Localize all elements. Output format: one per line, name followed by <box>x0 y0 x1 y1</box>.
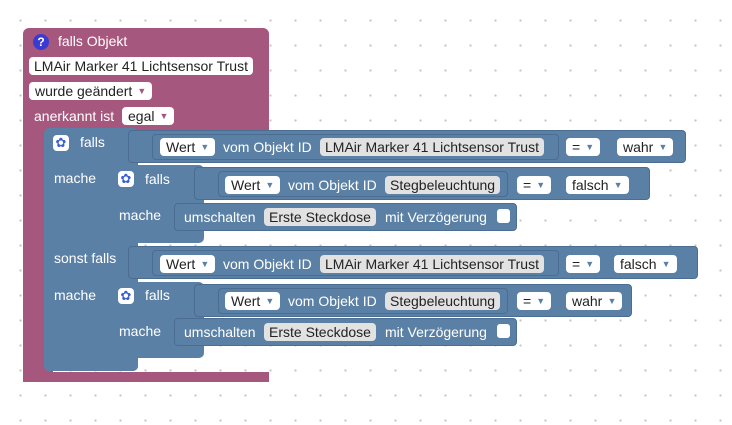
gear-icon[interactable] <box>118 287 134 305</box>
inner-b-delay-checkbox[interactable] <box>497 324 510 338</box>
inner-b-object-field[interactable]: Stegbeleuchtung <box>385 292 501 310</box>
inner-a-vom-label: vom Objekt ID <box>288 177 377 193</box>
gear-icon[interactable] <box>53 134 69 152</box>
triangle-down-icon: ▼ <box>200 259 210 269</box>
triangle-down-icon: ▼ <box>658 142 668 152</box>
outer-if-bottom <box>44 358 138 371</box>
inner-a-mache-label: mache <box>119 207 162 223</box>
triangle-down-icon: ▼ <box>200 142 210 152</box>
inner-b-value-dropdown[interactable]: wahr ▼ <box>566 292 623 310</box>
triangle-down-icon: ▼ <box>536 180 546 190</box>
inner-a-value: falsch <box>572 177 609 193</box>
inner-b-falls-label: falls <box>145 287 170 303</box>
inner-b-action-label: umschalten <box>184 324 256 340</box>
inner-a-op-dropdown[interactable]: =▼ <box>517 176 552 194</box>
condition-1-op: = <box>572 139 581 155</box>
inner-a-action-target[interactable]: Erste Steckdose <box>264 208 376 226</box>
triangle-down-icon: ▼ <box>607 296 617 306</box>
trigger-ack-label: anerkannt ist <box>34 108 115 124</box>
outer-sonst-label: sonst falls <box>54 250 117 266</box>
condition-2-prop: Wert <box>166 256 196 272</box>
condition-2-value: falsch <box>620 256 657 272</box>
outer-if-row2 <box>44 244 138 284</box>
trigger-foot <box>23 372 269 382</box>
inner-a-object-field[interactable]: Stegbeleuchtung <box>385 176 501 194</box>
trigger-change-value: wurde geändert <box>35 83 133 99</box>
condition-1-prop: Wert <box>166 139 196 155</box>
inner-a-prop: Wert <box>231 177 261 193</box>
trigger-ack-value: egal <box>128 108 155 124</box>
inner-b-op-dropdown[interactable]: =▼ <box>517 292 552 310</box>
condition-2-op: = <box>572 256 581 272</box>
triangle-down-icon: ▼ <box>265 180 275 190</box>
trigger-change-dropdown[interactable]: wurde geändert ▼ <box>29 82 153 100</box>
inner-b-delay-label: mit Verzögerung <box>385 324 487 340</box>
condition-2-prop-dropdown[interactable]: Wert ▼ <box>160 255 216 273</box>
question-icon[interactable]: ? <box>33 34 49 50</box>
condition-2-op-dropdown[interactable]: =▼ <box>566 255 601 273</box>
inner-b-prop-dropdown[interactable]: Wert ▼ <box>225 292 281 310</box>
condition-2-value-dropdown[interactable]: falsch ▼ <box>614 255 677 273</box>
inner-b-mache-label: mache <box>119 323 162 339</box>
inner-b-value: wahr <box>572 293 603 309</box>
triangle-down-icon: ▼ <box>585 142 595 152</box>
inner-a-value-dropdown[interactable]: falsch ▼ <box>566 176 629 194</box>
inner-b-op: = <box>523 293 532 309</box>
condition-2-vom-label: vom Objekt ID <box>223 256 312 272</box>
inner-a-falls-label: falls <box>145 171 170 187</box>
triangle-down-icon: ▼ <box>661 259 671 269</box>
triangle-down-icon: ▼ <box>265 296 275 306</box>
inner-a-action-label: umschalten <box>184 209 256 225</box>
inner-b-prop: Wert <box>231 293 261 309</box>
inner-b-action-target[interactable]: Erste Steckdose <box>264 323 376 341</box>
gear-icon[interactable] <box>118 170 134 188</box>
condition-1-prop-dropdown[interactable]: Wert ▼ <box>160 138 216 156</box>
triangle-down-icon: ▼ <box>137 86 147 96</box>
inner-a-delay-checkbox[interactable] <box>497 209 510 223</box>
triangle-down-icon: ▼ <box>613 180 623 190</box>
inner-b-vom-label: vom Objekt ID <box>288 293 377 309</box>
condition-1-op-dropdown[interactable]: =▼ <box>566 138 601 156</box>
outer-mache2-label: mache <box>54 287 97 303</box>
triangle-down-icon: ▼ <box>585 259 595 269</box>
outer-falls-label: falls <box>80 134 105 150</box>
outer-mache-label: mache <box>54 170 97 186</box>
trigger-object-field[interactable]: LMAir Marker 41 Lichtsensor Trust <box>29 57 253 75</box>
triangle-down-icon: ▼ <box>536 296 546 306</box>
trigger-title: falls Objekt <box>58 33 128 49</box>
condition-1-object-field[interactable]: LMAir Marker 41 Lichtsensor Trust <box>320 138 544 156</box>
inner-a-op: = <box>523 177 532 193</box>
condition-1-value: wahr <box>623 139 654 155</box>
inner-a-delay-label: mit Verzögerung <box>385 209 487 225</box>
condition-1-value-dropdown[interactable]: wahr ▼ <box>617 138 674 156</box>
inner-a-prop-dropdown[interactable]: Wert ▼ <box>225 176 281 194</box>
trigger-ack-dropdown[interactable]: egal ▼ <box>122 107 175 125</box>
condition-1-vom-label: vom Objekt ID <box>223 139 312 155</box>
triangle-down-icon: ▼ <box>159 111 169 121</box>
condition-2-object-field[interactable]: LMAir Marker 41 Lichtsensor Trust <box>320 255 544 273</box>
